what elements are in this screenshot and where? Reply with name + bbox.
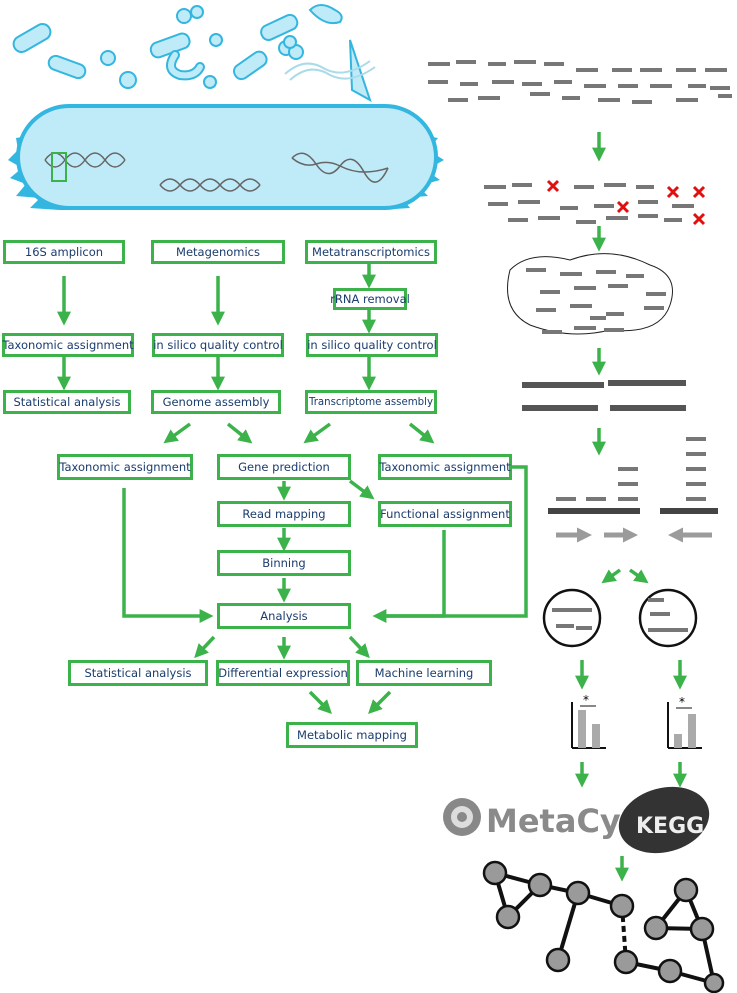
amplicon-header: 16S amplicon	[24, 245, 104, 259]
binning-box: Binning	[217, 550, 351, 576]
genome-assembly-box: Genome assembly	[151, 390, 281, 414]
read-mapping-illustration	[548, 437, 718, 543]
workflow-arrows	[57, 132, 687, 882]
analysis-box: Analysis	[217, 603, 351, 629]
contigs	[522, 380, 686, 411]
metabolic-mapping-label: Metabolic mapping	[297, 728, 407, 742]
taxonomic-assignment-left-label: Taxonomic assignment	[59, 460, 191, 474]
differential-expression-box: Differential expression	[216, 660, 350, 686]
taxonomic-assignment-right-label: Taxonomic assignment	[379, 460, 511, 474]
genome-assembly-label: Genome assembly	[162, 395, 270, 409]
amplicon-header-box: 16S amplicon	[3, 240, 125, 264]
metagenomics-header-box: Metagenomics	[151, 240, 285, 264]
gene-prediction-label: Gene prediction	[238, 460, 330, 474]
bar-chart-icons: * *	[571, 693, 702, 749]
kegg-logo-text: KEGG	[636, 814, 704, 839]
functional-assignment-box: Functional assignment	[378, 501, 512, 527]
significance-mark-left: *	[583, 693, 589, 707]
taxonomic-assignment-left-box: Taxonomic assignment	[57, 454, 193, 480]
bacterium-cell	[8, 104, 444, 210]
metacyc-logo: MetaCyc	[443, 798, 640, 840]
16s-region-highlight	[51, 152, 67, 182]
quality-control-metatranscriptomics-box: in silico quality control	[306, 333, 438, 357]
metatranscriptomics-header: Metatranscriptomics	[312, 245, 430, 259]
statistical-analysis-downstream-label: Statistical analysis	[84, 666, 192, 680]
quality-control-metatranscriptomics-label: in silico quality control	[307, 338, 437, 352]
raw-reads-cluster	[428, 60, 732, 104]
read-mapping-label: Read mapping	[242, 507, 326, 521]
metabolic-network	[482, 860, 725, 993]
assembly-graph-cluster	[507, 253, 673, 335]
machine-learning-label: Machine learning	[374, 666, 474, 680]
quality-control-metagenomics-label: in silico quality control	[153, 338, 283, 352]
metatranscriptomics-header-box: Metatranscriptomics	[305, 240, 437, 264]
machine-learning-box: Machine learning	[356, 660, 492, 686]
dna-helix-icon	[44, 152, 389, 192]
statistical-analysis-amplicon-label: Statistical analysis	[13, 395, 121, 409]
statistical-analysis-amplicon-box: Statistical analysis	[3, 390, 131, 414]
transcriptome-assembly-box: Transcriptome assembly	[305, 390, 437, 414]
taxonomic-assignment-right-box: Taxonomic assignment	[378, 454, 512, 480]
filtered-reads-cluster	[484, 179, 706, 226]
statistical-analysis-downstream-box: Statistical analysis	[68, 660, 208, 686]
read-mapping-box: Read mapping	[217, 501, 351, 527]
kegg-logo: KEGG	[618, 786, 710, 854]
connector-lines	[122, 465, 528, 623]
bacteria-cluster	[12, 4, 376, 103]
functional-assignment-label: Functional assignment	[380, 507, 510, 521]
bin-circles	[542, 588, 698, 648]
significance-mark-right: *	[679, 695, 685, 709]
taxonomic-assignment-amplicon-label: Taxonomic assignment	[2, 338, 134, 352]
transcriptome-assembly-label: Transcriptome assembly	[308, 396, 434, 408]
analysis-label: Analysis	[260, 609, 308, 623]
quality-control-metagenomics-box: in silico quality control	[152, 333, 284, 357]
differential-expression-label: Differential expression	[218, 666, 348, 680]
binning-label: Binning	[262, 556, 306, 570]
gene-prediction-box: Gene prediction	[217, 454, 351, 480]
metabolic-mapping-box: Metabolic mapping	[286, 722, 418, 748]
metagenomics-header: Metagenomics	[176, 245, 260, 259]
metacyc-logo-text: MetaCyc	[486, 802, 640, 840]
rrna-removal-label: rRNA removal	[330, 292, 410, 306]
taxonomic-assignment-amplicon-box: Taxonomic assignment	[2, 333, 134, 357]
rrna-removal-box: rRNA removal	[330, 288, 410, 310]
